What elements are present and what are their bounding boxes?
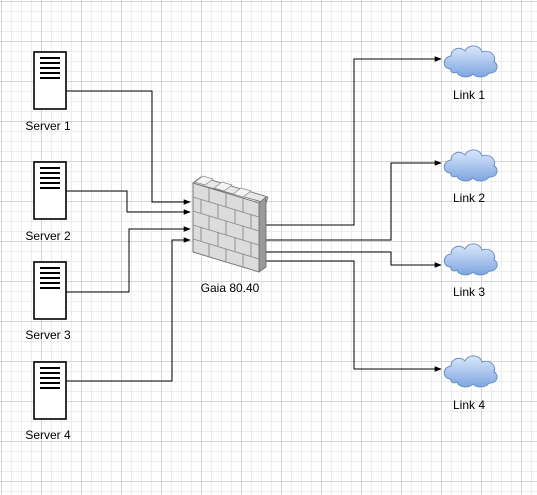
link-label: Link 4 [453, 398, 485, 412]
link-4[interactable]: Link 4 [443, 355, 498, 412]
link-label: Link 2 [453, 191, 485, 205]
connector-link-2 [266, 160, 442, 241]
connector-server-4 [66, 237, 191, 382]
link-2[interactable]: Link 2 [443, 149, 498, 205]
server-4[interactable]: Server 4 [25, 361, 71, 442]
connector-server-3 [66, 226, 191, 293]
cloud-icon [443, 243, 498, 276]
server-1[interactable]: Server 1 [25, 51, 71, 133]
connector-server-1 [66, 90, 191, 205]
server-icon [33, 51, 67, 110]
cloud-icon [443, 149, 498, 182]
link-label: Link 3 [453, 285, 485, 299]
link-3[interactable]: Link 3 [443, 243, 498, 299]
firewall-label: Gaia 80.40 [201, 281, 260, 295]
firewall[interactable]: Gaia 80.40 [192, 175, 269, 295]
server-label: Server 2 [25, 229, 71, 243]
connector-link-1 [266, 56, 442, 226]
connector-server-2 [66, 190, 191, 215]
server-3[interactable]: Server 3 [25, 261, 71, 342]
link-1[interactable]: Link 1 [443, 45, 498, 102]
link-connectors [266, 56, 442, 372]
server-icon [33, 261, 67, 320]
server-label: Server 4 [25, 428, 71, 442]
cloud-icon [443, 45, 498, 78]
firewall-icon [192, 175, 269, 273]
server-2[interactable]: Server 2 [25, 161, 71, 243]
connector-link-4 [266, 260, 442, 372]
server-icon [33, 161, 67, 220]
cloud-icon [443, 355, 498, 388]
link-label: Link 1 [453, 88, 485, 102]
server-icon [33, 361, 67, 420]
server-label: Server 3 [25, 328, 71, 342]
server-label: Server 1 [25, 119, 71, 133]
server-connectors [66, 90, 191, 382]
connector-link-3 [266, 251, 442, 268]
